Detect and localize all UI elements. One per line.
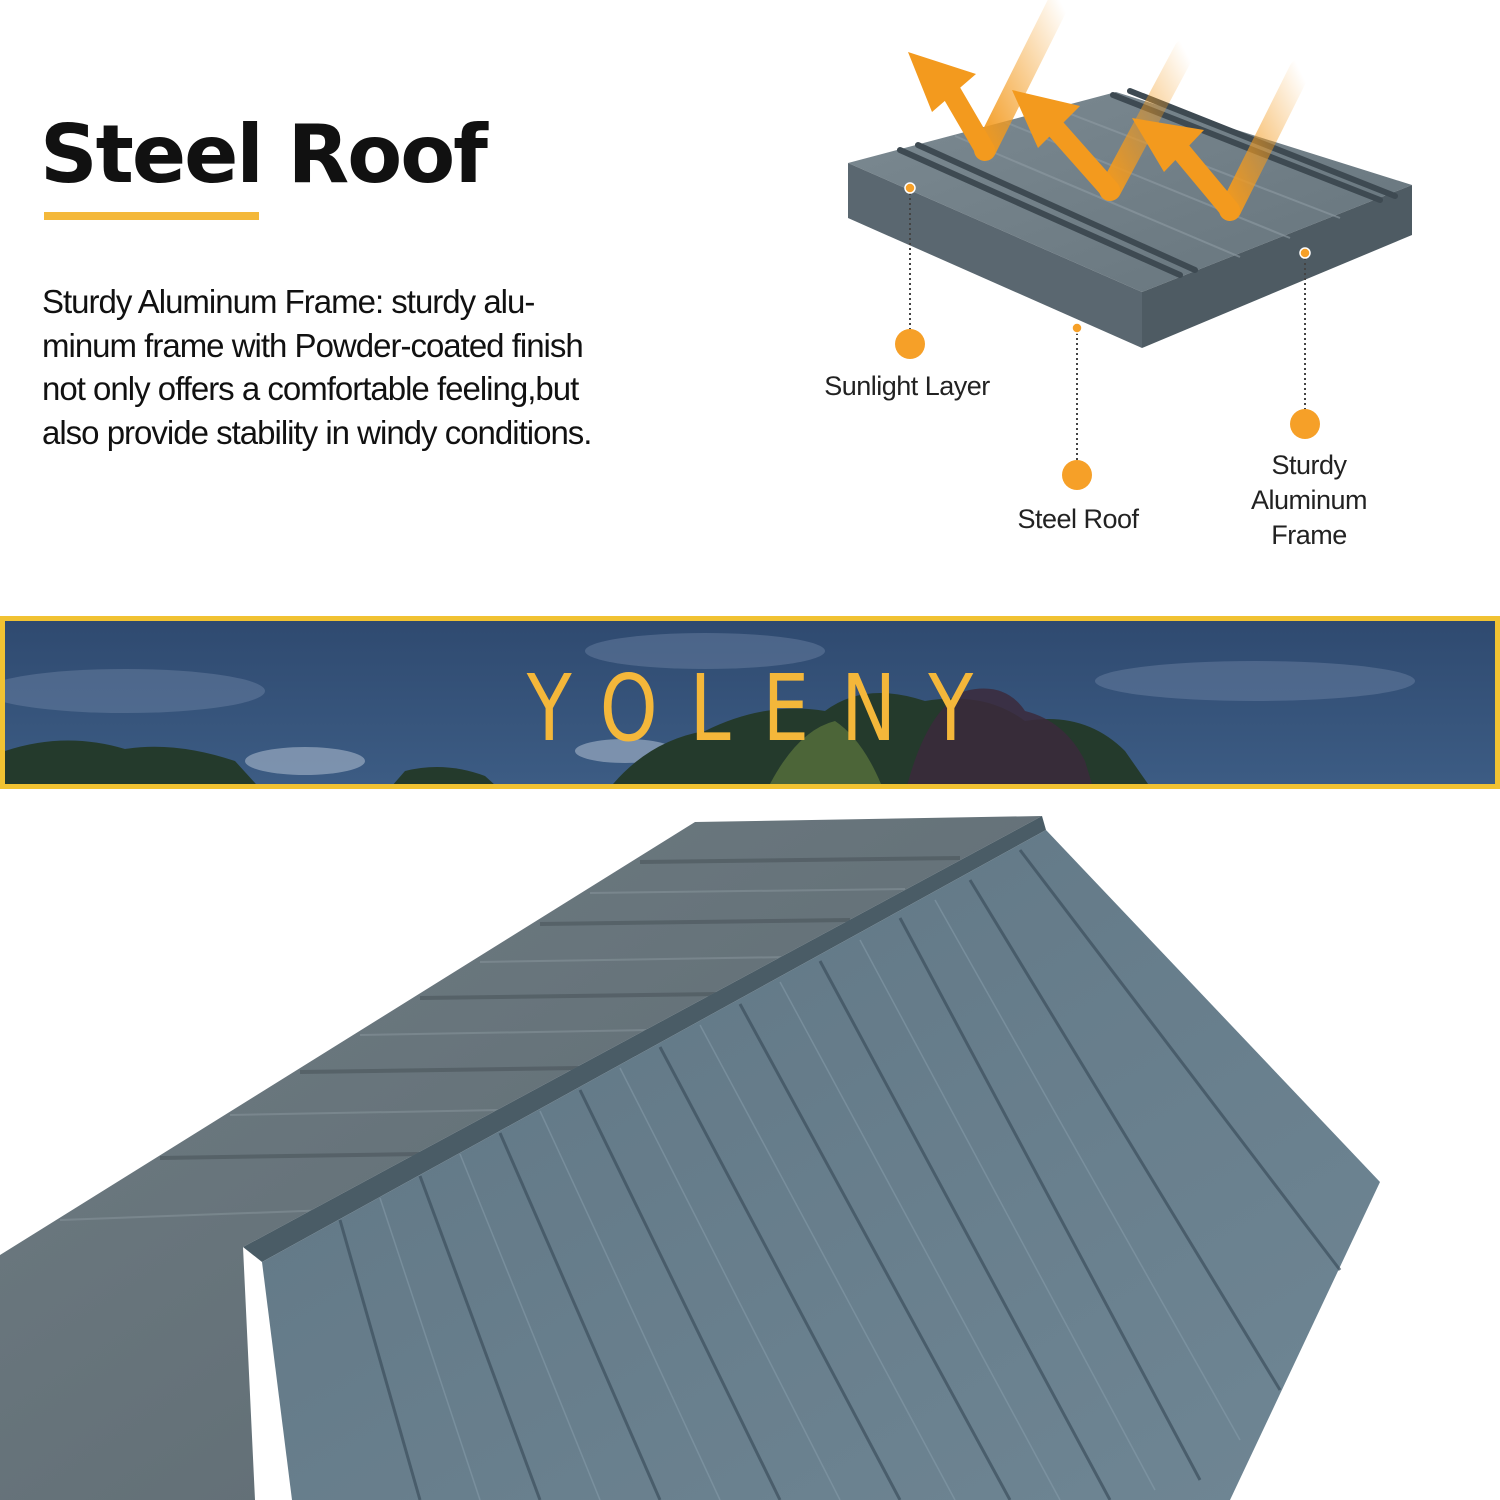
sky-background: [5, 621, 1495, 784]
frame-dot-icon: [1290, 409, 1320, 439]
sunlight-layer-marker: [904, 182, 916, 194]
sunlight-layer-dot-icon: [895, 329, 925, 359]
panel-side-face: [848, 163, 1142, 348]
title-underline: [44, 212, 259, 220]
panel-end-face: [1142, 185, 1412, 348]
frame-marker: [1299, 247, 1311, 259]
steel-roof-marker: [1071, 322, 1083, 334]
page-title: Steel Roof: [40, 108, 488, 201]
callout-steel-roof: Steel Roof: [1017, 504, 1139, 534]
steel-roof-dot-icon: [1062, 460, 1092, 490]
brand-banner: YOLENY: [0, 616, 1500, 789]
roof-panel-illustration: [848, 0, 1412, 490]
roof-layer-diagram: Sunlight Layer Steel Roof Sturdy Aluminu…: [780, 0, 1500, 560]
callout-sunlight-layer: Sunlight Layer: [824, 371, 990, 401]
roof-right-slope: [262, 830, 1380, 1500]
brand-logo-text: YOLENY: [526, 655, 1006, 762]
sunlight-arrows-icon: [908, 0, 1311, 221]
feature-description: Sturdy Aluminum Frame: sturdy alu-minum …: [42, 283, 592, 451]
callout-leaders: [909, 188, 1306, 462]
callout-aluminum-frame: Sturdy Aluminum Frame: [1250, 450, 1368, 550]
roof-ridge-cap: [243, 816, 1046, 1262]
steel-roof-image: [0, 816, 1380, 1500]
